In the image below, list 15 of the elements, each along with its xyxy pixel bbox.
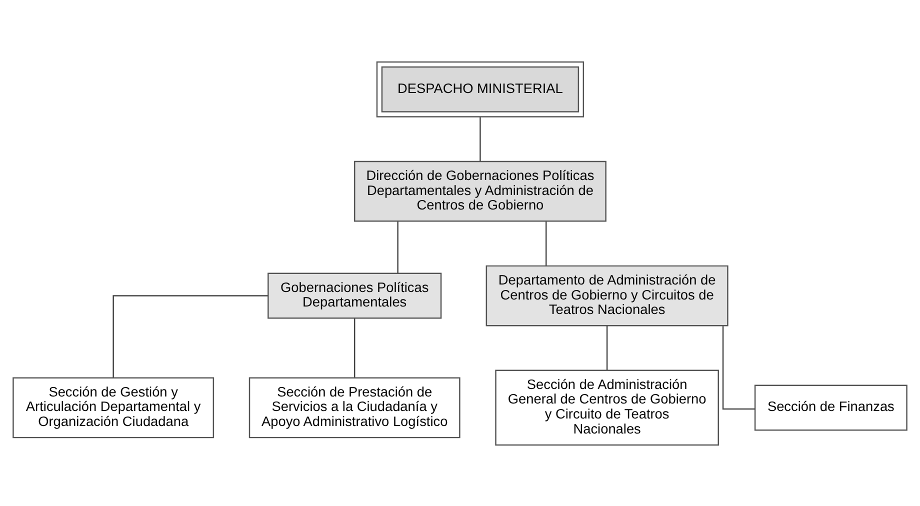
- node-box: Gobernaciones Políticas Departamentales: [268, 272, 442, 318]
- connector: [354, 318, 356, 377]
- node-box: Sección de Prestación de Servicios a la Ciudadanía y Apoyo Administrativo Logístico: [248, 376, 460, 438]
- connector: [480, 116, 481, 161]
- connector: [722, 326, 755, 410]
- connector: [397, 221, 398, 273]
- connector: [546, 221, 547, 266]
- connector: [606, 325, 608, 370]
- node-box: Dirección de Gobernaciones Políticas Departamentales y Administración de Centros de Gobierno: [354, 160, 606, 222]
- node-box: DESPACHO MINISTERIAL: [376, 60, 584, 117]
- node-box: Departamento de Administración de Centros de Gobierno y Circuitos de Teatros Nacionales: [486, 264, 728, 326]
- node-box: Sección de Finanzas: [754, 384, 908, 430]
- node-box: Sección de Gestión y Articulación Departamental y Organización Ciudadana: [12, 376, 214, 438]
- node-box: Sección de Administración General de Centros de Gobierno y Circuito de Teatros Nacionales: [495, 369, 719, 446]
- connector: [112, 294, 268, 378]
